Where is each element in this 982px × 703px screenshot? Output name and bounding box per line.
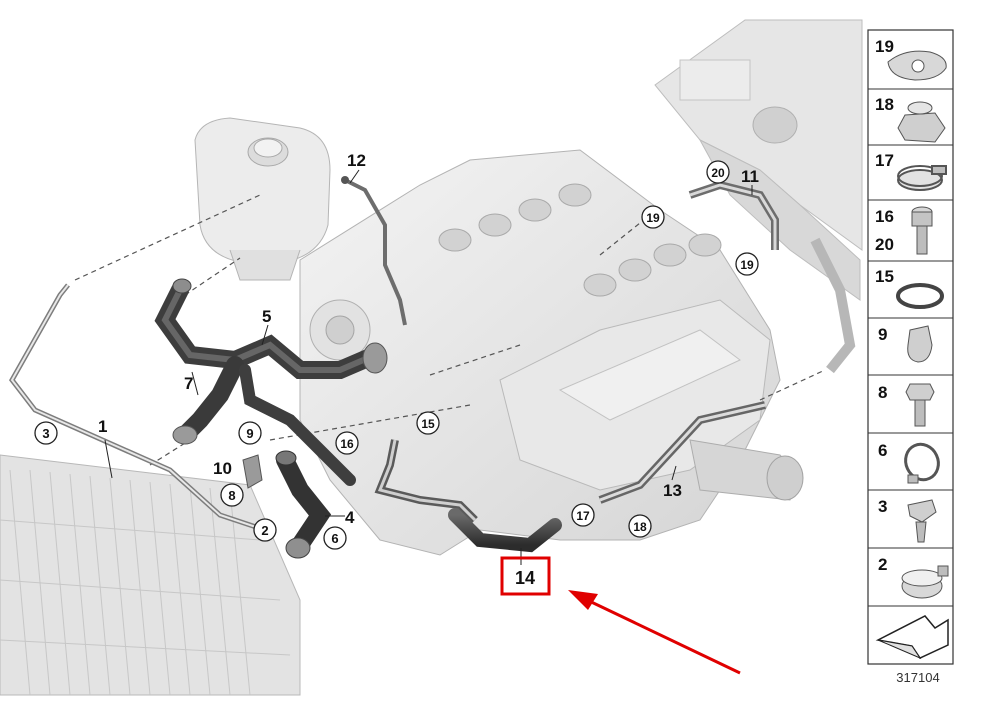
clip-icon: [907, 325, 933, 363]
diagram-number: 317104: [896, 670, 939, 685]
callout-1: 1: [98, 417, 107, 436]
pipe-13: [598, 237, 856, 504]
callout-3: 3: [42, 426, 49, 441]
pipe-11: [688, 180, 779, 250]
radiator: [0, 454, 301, 696]
bleed-line-12: [341, 176, 407, 326]
callout-11: 11: [741, 167, 759, 186]
red-arrow-pointer: [568, 590, 741, 675]
clip-fastener-icon: [907, 499, 937, 543]
panel-num-6: 6: [878, 441, 887, 460]
panel-num-20: 20: [875, 235, 894, 254]
o-ring-icon: [896, 283, 944, 309]
callout-17: 17: [576, 509, 590, 523]
hose-clamp-icon: [897, 165, 947, 191]
hose-5-7: [154, 278, 388, 486]
panel-num-17: 17: [875, 151, 894, 170]
bolt-icon: [911, 206, 933, 255]
callout-4: 4: [345, 508, 355, 527]
engine-block: [299, 149, 804, 556]
band-clamp-icon: [904, 442, 940, 484]
screw-icon: [905, 383, 935, 427]
leader-lines: [104, 169, 753, 565]
pipe-clamp-icon: [901, 565, 949, 599]
callout-12: 12: [347, 151, 366, 170]
callout-19b: 19: [740, 258, 754, 272]
callout-20: 20: [711, 166, 725, 180]
callout-15: 15: [421, 417, 435, 431]
callout-5: 5: [262, 307, 271, 326]
panel-num-8: 8: [878, 383, 887, 402]
panel-num-18: 18: [875, 95, 894, 114]
callout-14: 14: [515, 568, 535, 588]
panel-num-9: 9: [878, 325, 887, 344]
parts-panel: 19 18 17 16 20 15 9 8: [867, 29, 954, 665]
nut-icon: [897, 112, 946, 143]
expansion-tank: [194, 117, 331, 281]
panel-num-2: 2: [878, 555, 887, 574]
callout-2: 2: [261, 523, 268, 538]
callout-7: 7: [184, 374, 193, 393]
callout-6: 6: [331, 531, 338, 546]
pipe-16: [374, 439, 478, 523]
highlight-box: [500, 556, 551, 596]
callout-19a: 19: [646, 211, 660, 225]
coolant-pipe-3: [9, 283, 266, 533]
hose-4: [275, 450, 332, 559]
callout-8: 8: [228, 488, 235, 503]
callout-10: 10: [213, 459, 232, 478]
callout-circles: [34, 160, 759, 550]
panel-num-19: 19: [875, 37, 894, 56]
panel-num-15: 15: [875, 267, 894, 286]
callout-9: 9: [246, 426, 253, 441]
panel-num-16: 16: [875, 207, 894, 226]
callout-13: 13: [663, 481, 682, 500]
hose-14: [448, 508, 562, 553]
callout-18: 18: [633, 520, 647, 534]
callout-16: 16: [340, 437, 354, 451]
bracket-10: [242, 454, 263, 489]
front-direction-arrow-icon: [875, 615, 949, 660]
panel-num-3: 3: [878, 497, 887, 516]
